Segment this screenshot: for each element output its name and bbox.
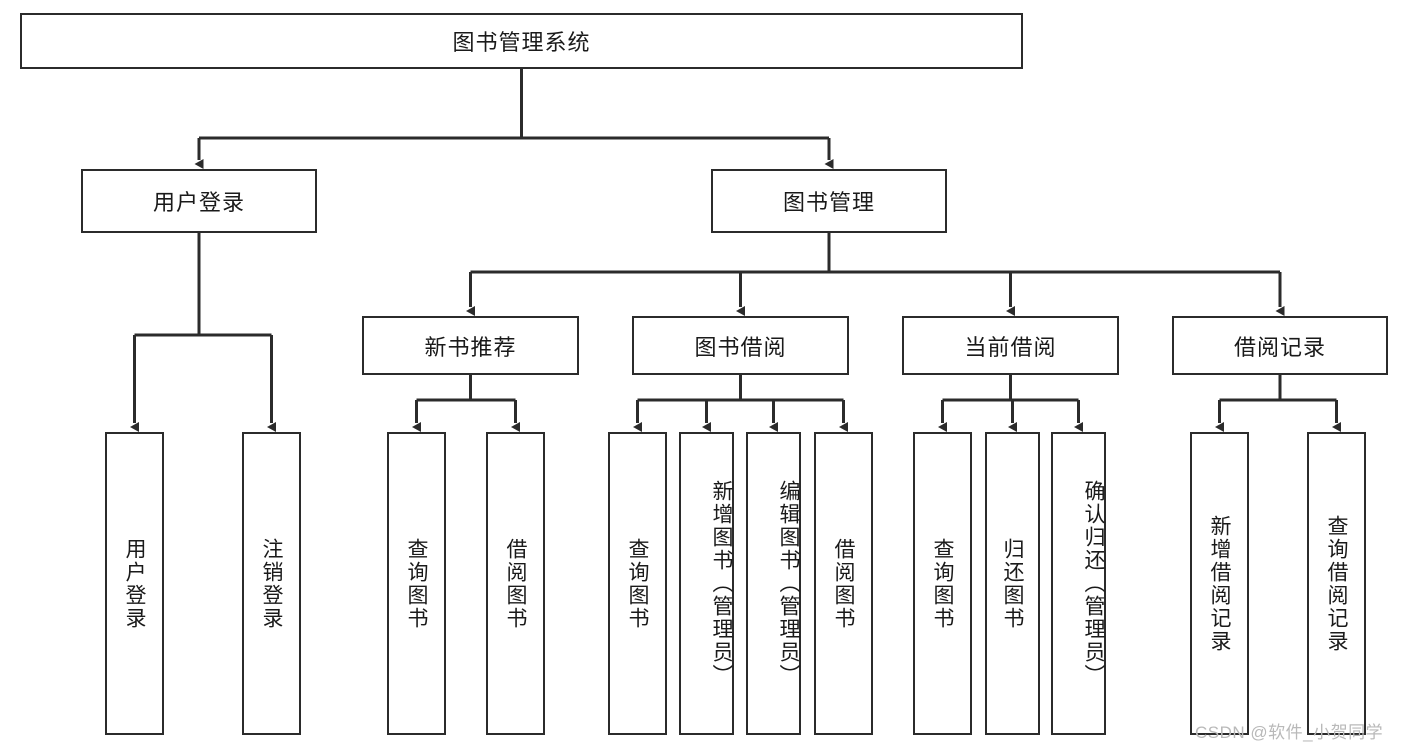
node-label: 图书管理系统 <box>452 30 591 55</box>
node-leaf-2[interactable]: 查询图书 <box>387 432 446 735</box>
node-leaf-5[interactable]: 新增图书（管理员） <box>679 432 734 735</box>
node-label: 查询图书 <box>626 537 649 630</box>
node-leaf-8[interactable]: 查询图书 <box>913 432 972 735</box>
node-leaf-10[interactable]: 确认归还（管理员） <box>1051 432 1106 735</box>
node-level3-2[interactable]: 当前借阅 <box>902 316 1119 375</box>
node-leaf-1[interactable]: 注销登录 <box>242 432 301 735</box>
node-label: 借阅图书 <box>504 537 527 630</box>
node-label: 图书借阅 <box>694 334 787 360</box>
node-leaf-11[interactable]: 新增借阅记录 <box>1190 432 1249 735</box>
node-label: 用户登录 <box>152 190 245 215</box>
node-label: 用户登录 <box>123 537 146 630</box>
node-label: 借阅记录 <box>1233 334 1326 360</box>
node-label: 新增借阅记录 <box>1208 514 1231 653</box>
node-level3-0[interactable]: 新书推荐 <box>362 316 579 375</box>
node-leaf-4[interactable]: 查询图书 <box>608 432 667 735</box>
node-label: 注销登录 <box>260 537 283 630</box>
node-level2-1[interactable]: 图书管理 <box>711 169 947 233</box>
node-label: 当前借阅 <box>964 334 1057 360</box>
node-leaf-7[interactable]: 借阅图书 <box>814 432 873 735</box>
node-level3-3[interactable]: 借阅记录 <box>1172 316 1388 375</box>
node-label: 借阅图书 <box>832 537 855 630</box>
node-label: 查询图书 <box>405 537 428 630</box>
node-root[interactable]: 图书管理系统 <box>20 13 1023 69</box>
node-label: 查询借阅记录 <box>1325 514 1348 653</box>
node-label: 图书管理 <box>782 190 875 215</box>
node-leaf-0[interactable]: 用户登录 <box>105 432 164 735</box>
node-label: 新书推荐 <box>424 334 517 360</box>
node-label: 查询图书 <box>931 537 954 630</box>
node-label: 编辑图书（管理员） <box>777 480 800 687</box>
node-level3-1[interactable]: 图书借阅 <box>632 316 849 375</box>
node-leaf-6[interactable]: 编辑图书（管理员） <box>746 432 801 735</box>
node-label: 确认归还（管理员） <box>1082 480 1105 687</box>
node-leaf-9[interactable]: 归还图书 <box>985 432 1040 735</box>
node-leaf-3[interactable]: 借阅图书 <box>486 432 545 735</box>
node-level2-0[interactable]: 用户登录 <box>81 169 317 233</box>
node-label: 新增图书（管理员） <box>710 480 733 687</box>
node-label: 归还图书 <box>1001 537 1024 630</box>
watermark-label: CSDN @软件_小贺同学 <box>1195 723 1384 742</box>
node-leaf-12[interactable]: 查询借阅记录 <box>1307 432 1366 735</box>
